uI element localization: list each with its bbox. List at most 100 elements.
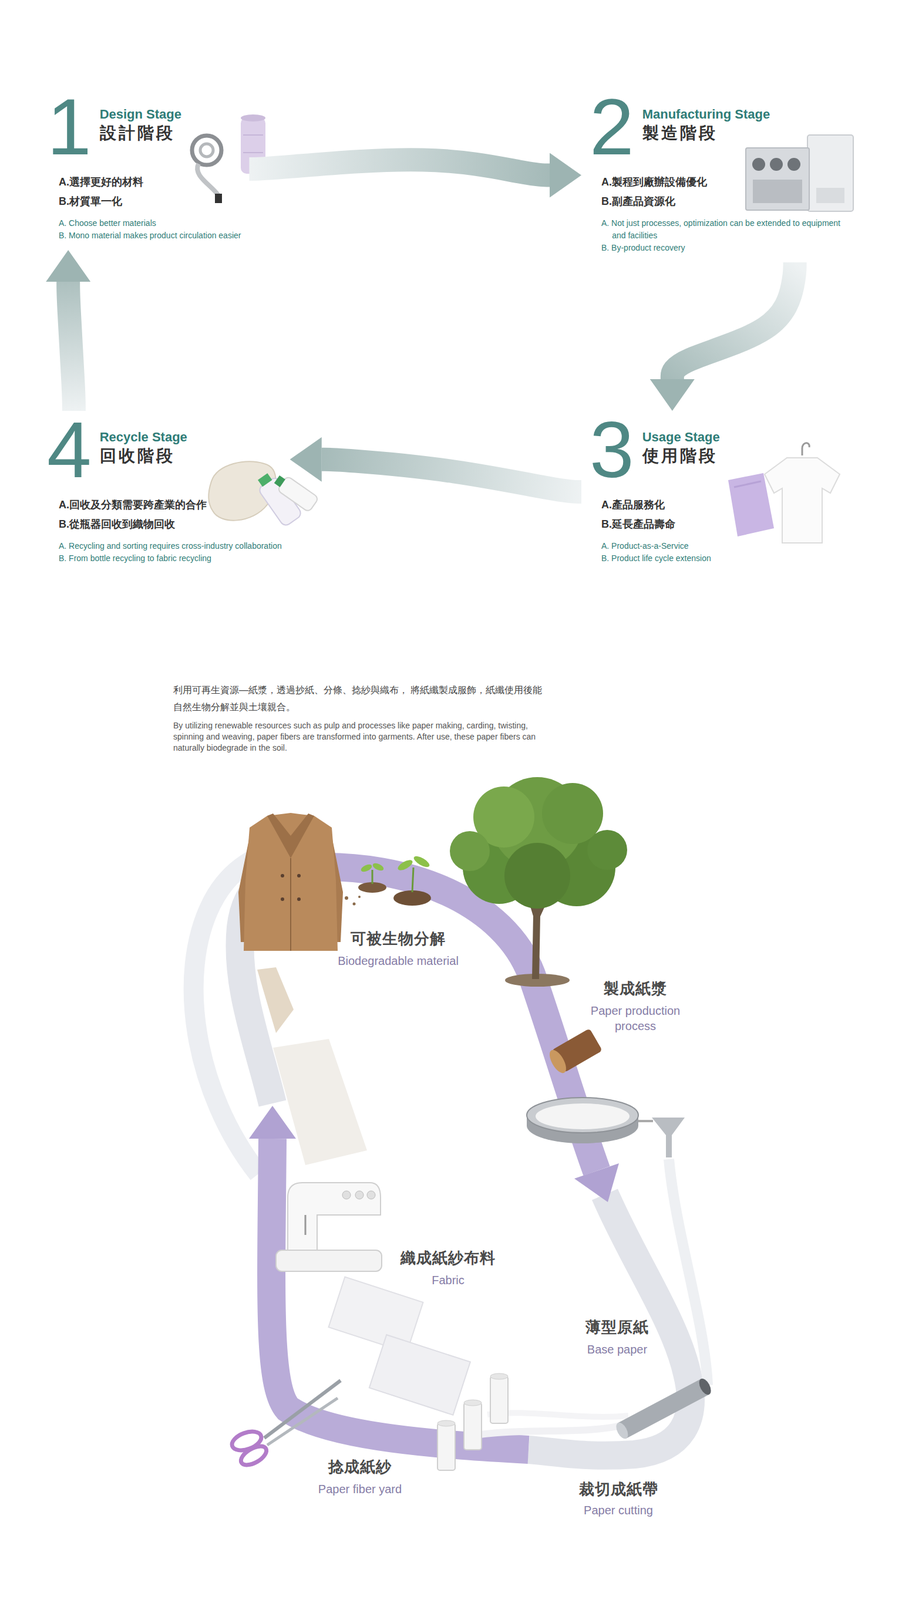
tape-coil	[192, 135, 222, 166]
stage-header: 4Recycle Stage回收階段	[46, 419, 282, 481]
step-label: 裁切成紙帶	[579, 1479, 659, 1500]
step-label-en: Paper fiber yard	[318, 1482, 402, 1498]
stage-point-en: B. By-product recovery	[601, 241, 847, 255]
sprouts-picture	[344, 854, 432, 907]
yarn-spools-picture	[437, 1374, 508, 1472]
coat-button	[280, 897, 285, 902]
step-label: 製成紙漿	[603, 978, 668, 999]
stage-point-en: B. Product life cycle extension	[601, 552, 720, 565]
caption-text: By utilizing renewable resources such as…	[173, 720, 550, 755]
stage-point: B.從瓶器回收到織物回收	[58, 515, 282, 535]
dish-rim	[526, 1098, 639, 1134]
dish-pipe	[638, 1120, 654, 1123]
machine-base	[276, 1250, 382, 1272]
stage-title: Manufacturing Stage	[642, 106, 771, 123]
spool-end	[240, 114, 266, 122]
stage-header: 1 Design Stage設計階段	[46, 96, 241, 158]
step-label-en: Base paper	[587, 1342, 648, 1358]
funnel	[651, 1118, 685, 1159]
loop-arrow	[68, 281, 74, 412]
stage-point: A.選擇更好的材料	[58, 172, 241, 193]
stage-title: Recycle Stage	[99, 429, 188, 446]
sprout-leaf	[359, 863, 373, 874]
sprout-leaf	[371, 862, 385, 873]
step-label-en: Fabric	[431, 1273, 465, 1289]
yarn-spool-top	[437, 1421, 456, 1427]
spool-line	[243, 152, 264, 154]
coat-button	[280, 874, 285, 878]
machine-picture	[745, 135, 854, 212]
soil-crumb	[352, 903, 356, 907]
stage-block: 1Design Stage設計階段A.選擇更好的材料B.材質單一化A. Choo…	[38, 88, 249, 251]
stage-header: 2Manufacturing Stage製造階段	[589, 96, 847, 158]
tape-clip	[214, 193, 222, 204]
loop-arrowhead	[574, 1163, 619, 1203]
stage-number: 3	[589, 419, 635, 481]
stage-point: B.副產品資源化	[601, 192, 847, 212]
yarn-spool-top	[490, 1374, 508, 1381]
caption-text: 利用可再生資源—紙漿，透過抄紙、分條、捻紗與織布， 將紙纖製成服飾，紙纖使用後能…	[173, 681, 550, 716]
paper-roll-picture	[463, 1377, 714, 1442]
tree-canopy	[449, 831, 490, 872]
machine-knob	[355, 1191, 364, 1200]
tape-measure-icon	[192, 135, 222, 204]
stage-number: 2	[589, 96, 635, 158]
stage-point-en: B. From bottle recycling to fabric recyc…	[58, 552, 282, 565]
step-label: 可被生物分解	[350, 929, 446, 949]
stage-point-en: A. Product-as-a-Service	[601, 540, 720, 553]
t-shirt	[764, 458, 840, 544]
stage-number: 1	[46, 96, 92, 158]
hanger	[802, 443, 810, 456]
step-label-en: Paper cutting	[583, 1503, 654, 1519]
sprout-leaf	[396, 858, 415, 873]
stage-title: Usage Stage	[642, 429, 720, 446]
scissors-picture	[229, 1381, 341, 1470]
step-label: 捻成紙紗	[328, 1457, 392, 1478]
step-label: 織成紙紗布料	[400, 1248, 496, 1269]
coat-picture	[238, 813, 343, 952]
folded-shirt	[728, 473, 774, 537]
stage-title-zh: 製造階段	[642, 122, 771, 145]
stage-block: 3Usage Stage使用階段A.產品服務化B.延長產品壽命A. Produc…	[581, 411, 729, 574]
stage-titles: Recycle Stage回收階段	[99, 419, 188, 468]
paper-ribbon	[463, 1425, 624, 1438]
scissors-blade	[267, 1398, 338, 1446]
stage-title-zh: 回收階段	[99, 445, 188, 468]
scissors-blade	[264, 1381, 341, 1439]
stage-title-zh: 設計階段	[99, 122, 182, 145]
stage-point: B.延長產品壽命	[601, 515, 720, 535]
stage-block: 4Recycle Stage回收階段 A.回收及分類需要跨產業的合作B.從瓶器回收…	[38, 411, 291, 574]
stage-titles: Manufacturing Stage製造階段	[642, 96, 771, 145]
stage-point-en: A. Recycling and sorting requires cross-…	[58, 540, 282, 553]
folded-shirt-fold	[734, 481, 762, 488]
tape-coil	[200, 143, 214, 157]
coat-lapel	[267, 813, 315, 859]
machine-knob	[342, 1191, 351, 1200]
sprout-leaf	[412, 854, 432, 870]
machine-vent	[816, 187, 845, 204]
stage-point: A.產品服務化	[601, 495, 720, 516]
paper-strips-picture	[257, 967, 368, 1166]
machine-needle	[304, 1215, 307, 1236]
soil-mound	[393, 890, 432, 907]
recycled-items-picture	[208, 461, 319, 528]
stage-title: Design Stage	[99, 106, 182, 123]
paper-flow	[668, 1159, 708, 1386]
stage-point: A.回收及分類需要跨產業的合作	[58, 495, 282, 516]
log-end	[546, 1047, 570, 1076]
scissors-handle	[237, 1443, 270, 1470]
step-label-en: Biodegradable material	[337, 953, 459, 969]
loop-arrow	[248, 159, 550, 175]
coat-button	[297, 897, 301, 902]
machine-arm	[287, 1183, 381, 1251]
dish-pulp	[535, 1104, 630, 1130]
machine-panel	[752, 179, 803, 204]
spool-line	[243, 134, 264, 136]
machine-roller	[752, 157, 766, 171]
roll-end	[697, 1377, 714, 1398]
log-picture	[546, 1028, 603, 1077]
caption-block: 利用可再生資源—紙漿，透過抄紙、分條、捻紗與織布， 將紙纖製成服飾，紙纖使用後能…	[173, 681, 550, 755]
stage-point-en: A. Choose better materials	[58, 217, 241, 230]
roll-end	[613, 1421, 631, 1442]
machine-roller	[787, 157, 801, 171]
